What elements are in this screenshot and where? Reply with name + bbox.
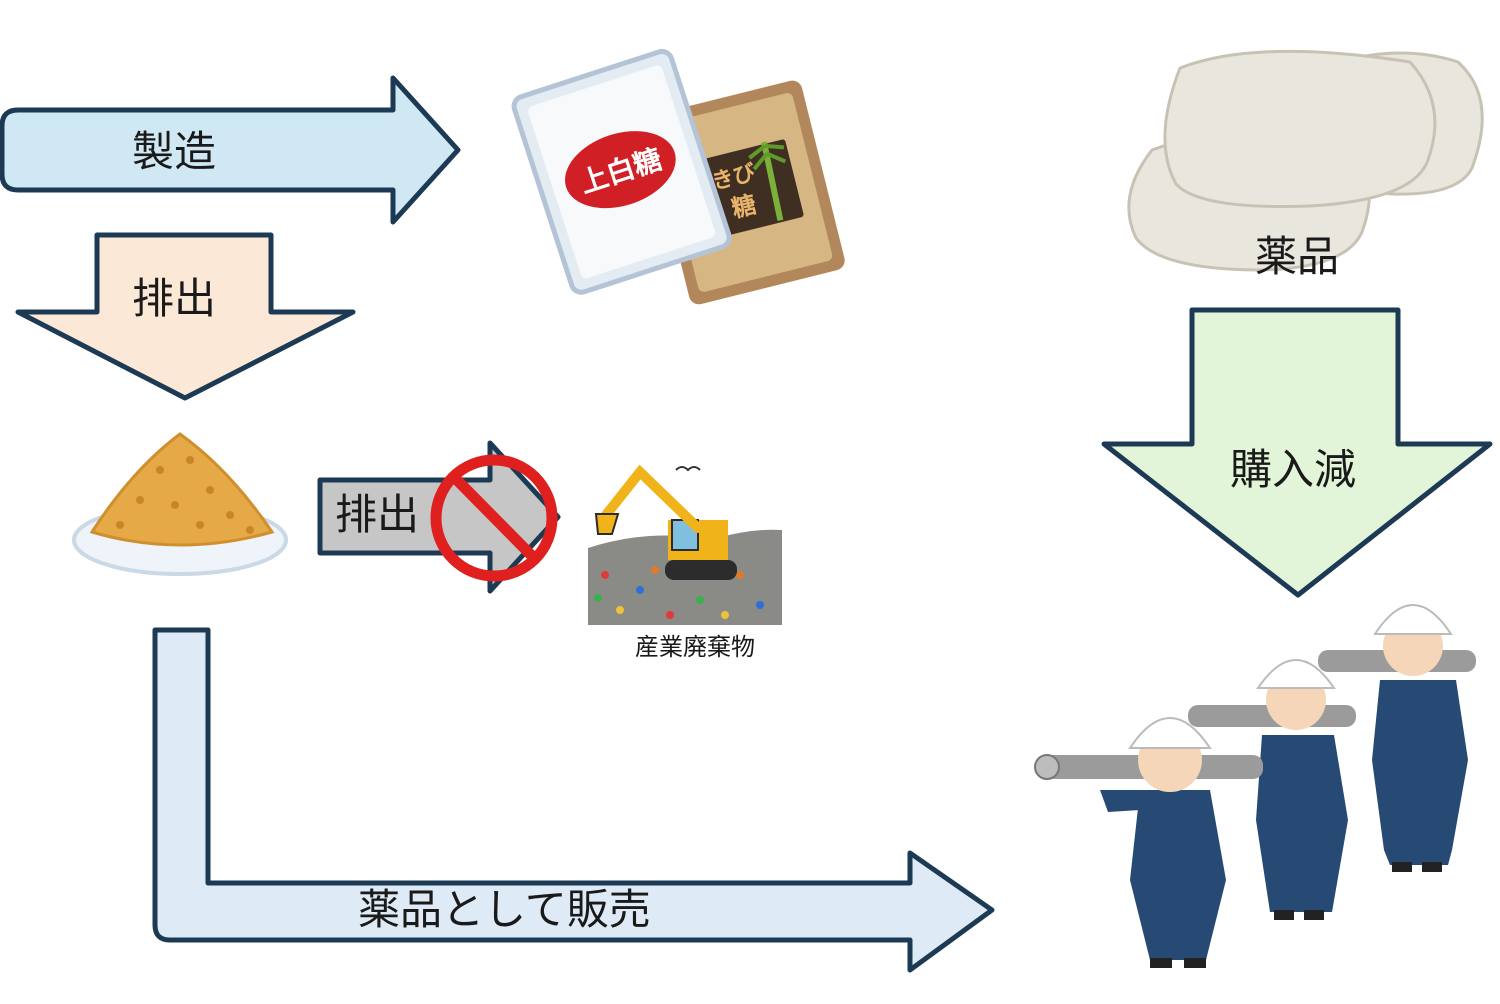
chemical-label: 薬品 [1255, 232, 1340, 281]
sell-as-chemical-label: 薬品として販売 [358, 885, 651, 934]
discharge-down-arrow [15, 232, 356, 401]
workers-illustration [1034, 604, 1476, 968]
industrial-waste-illustration [588, 464, 782, 625]
sell-as-chemical-arrow [152, 627, 995, 973]
sugar-pile-illustration [72, 432, 288, 576]
purchase-reduction-arrow [1101, 307, 1493, 598]
chemical-sacks-illustration [1127, 49, 1484, 272]
discharge-mid-label: 排出 [335, 490, 420, 539]
discharge-top-label: 排出 [132, 274, 217, 323]
purchase-reduction-label: 購入減 [1230, 445, 1357, 494]
worker-back [1318, 604, 1476, 872]
worker-front [1034, 717, 1263, 968]
manufacture-label: 製造 [132, 127, 217, 176]
prohibited-icon [430, 454, 558, 582]
sugar-packs-illustration: 上白糖 きび 糖 [511, 48, 845, 305]
worker-middle [1188, 659, 1356, 920]
industrial-waste-label: 産業廃棄物 [635, 633, 755, 661]
manufacture-arrow [0, 75, 461, 225]
